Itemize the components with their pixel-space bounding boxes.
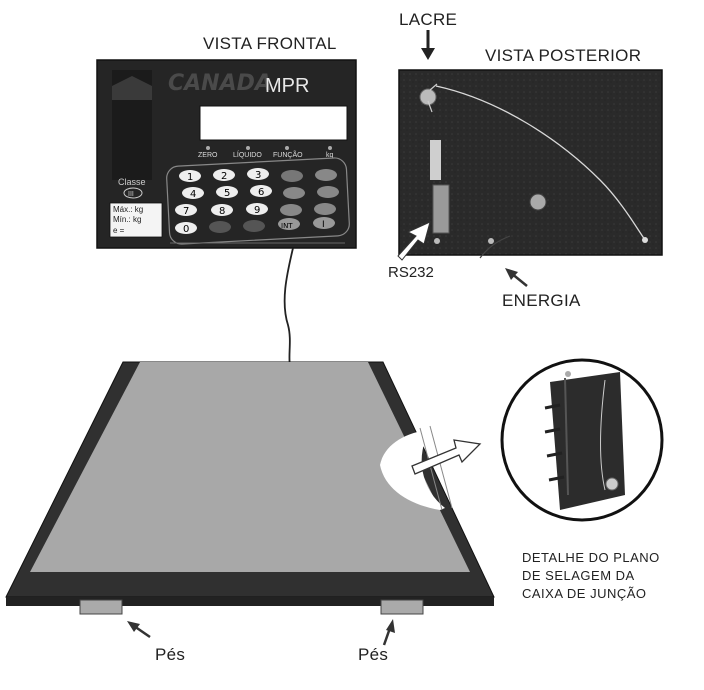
key-1-label: 1 [187, 172, 193, 183]
energy-arrow [505, 268, 528, 287]
key-9-label: 9 [254, 205, 260, 216]
feet-left-label: Pés [155, 645, 186, 664]
key-blank-2[interactable] [243, 220, 265, 232]
key-3-label: 3 [255, 170, 261, 181]
key-func-3[interactable] [283, 187, 305, 199]
power-socket [529, 193, 547, 211]
key-5-label: 5 [224, 188, 230, 199]
key-4[interactable] [182, 187, 204, 199]
key-func-2[interactable] [315, 169, 337, 181]
indicator-front-view: CANADA MPR ZERO LÍQUIDO FUNÇÃO kg Classe… [96, 59, 357, 249]
key-int-label: INT [281, 222, 293, 230]
rs232-arrow [397, 221, 431, 261]
weighing-platform [5, 361, 495, 615]
key-4-label: 4 [190, 189, 196, 200]
key-int[interactable] [278, 218, 300, 230]
key-i[interactable] [313, 217, 335, 229]
key-8-label: 8 [219, 206, 225, 217]
capacity-plate [109, 202, 163, 238]
foot-right-arrow [382, 619, 395, 646]
foot-left-arrow [127, 621, 151, 639]
indicator-lamps: ZERO LÍQUIDO FUNÇÃO kg [198, 146, 334, 159]
brand-logo: CANADA [168, 71, 272, 96]
keypad: 1 2 3 4 5 6 7 8 9 0 INT I [175, 168, 339, 235]
key-2-label: 2 [221, 171, 227, 182]
rear-view-label: VISTA POSTERIOR [485, 46, 642, 65]
key-3[interactable] [247, 168, 269, 180]
seal-label: LACRE [399, 10, 458, 29]
key-7[interactable] [175, 204, 197, 216]
label-strip [430, 140, 441, 180]
seal-screw [419, 88, 437, 106]
feet-right-label: Pés [358, 645, 389, 664]
indicator-kg: kg [326, 152, 334, 159]
key-8[interactable] [211, 204, 233, 216]
energy-label: ENERGIA [502, 291, 581, 310]
platform-surface [30, 362, 470, 572]
detail-caption-line1: DETALHE DO PLANO [522, 550, 660, 565]
rs232-connector [432, 184, 450, 234]
key-func-1[interactable] [281, 170, 303, 182]
capacity-max: Máx.: kg [113, 205, 143, 214]
display-window [199, 105, 348, 141]
key-func-6[interactable] [314, 203, 336, 215]
junction-box-detail [500, 358, 664, 522]
key-2[interactable] [213, 169, 235, 181]
indicator-rear-view [398, 69, 663, 256]
foot-right [380, 599, 424, 615]
energy-pointer-line [479, 235, 511, 259]
key-func-4[interactable] [317, 186, 339, 198]
keypad-frame [166, 157, 350, 245]
key-5[interactable] [216, 186, 238, 198]
key-6[interactable] [250, 185, 272, 197]
key-func-5[interactable] [280, 204, 302, 216]
detail-caption-line2: DE SELAGEM DA [522, 568, 635, 583]
junction-cutout [380, 430, 445, 510]
rs232-label: RS232 [388, 264, 434, 281]
key-blank-1[interactable] [209, 221, 231, 233]
detail-arrow [411, 439, 482, 475]
key-0-label: 0 [183, 224, 189, 235]
seal-wire [435, 85, 646, 241]
seal-arrow [421, 30, 435, 60]
model-label: MPR [265, 75, 309, 97]
foot-left [79, 599, 123, 615]
indicator-net: LÍQUIDO [233, 150, 262, 159]
key-0[interactable] [175, 222, 197, 234]
key-9[interactable] [246, 203, 268, 215]
key-i-label: I [322, 220, 325, 230]
class-label: Classe [118, 177, 146, 187]
class-value: III [128, 191, 134, 198]
capacity-e: e = [113, 226, 125, 235]
detail-caption-line3: CAIXA DE JUNÇÃO [522, 586, 647, 601]
front-view-label: VISTA FRONTAL [203, 34, 337, 53]
capacity-min: Mín.: kg [113, 215, 141, 224]
indicator-function: FUNÇÃO [273, 150, 303, 159]
indicator-zero: ZERO [198, 152, 218, 159]
key-6-label: 6 [258, 187, 264, 198]
connection-cable [283, 247, 294, 367]
key-1[interactable] [179, 170, 201, 182]
key-7-label: 7 [183, 206, 189, 217]
